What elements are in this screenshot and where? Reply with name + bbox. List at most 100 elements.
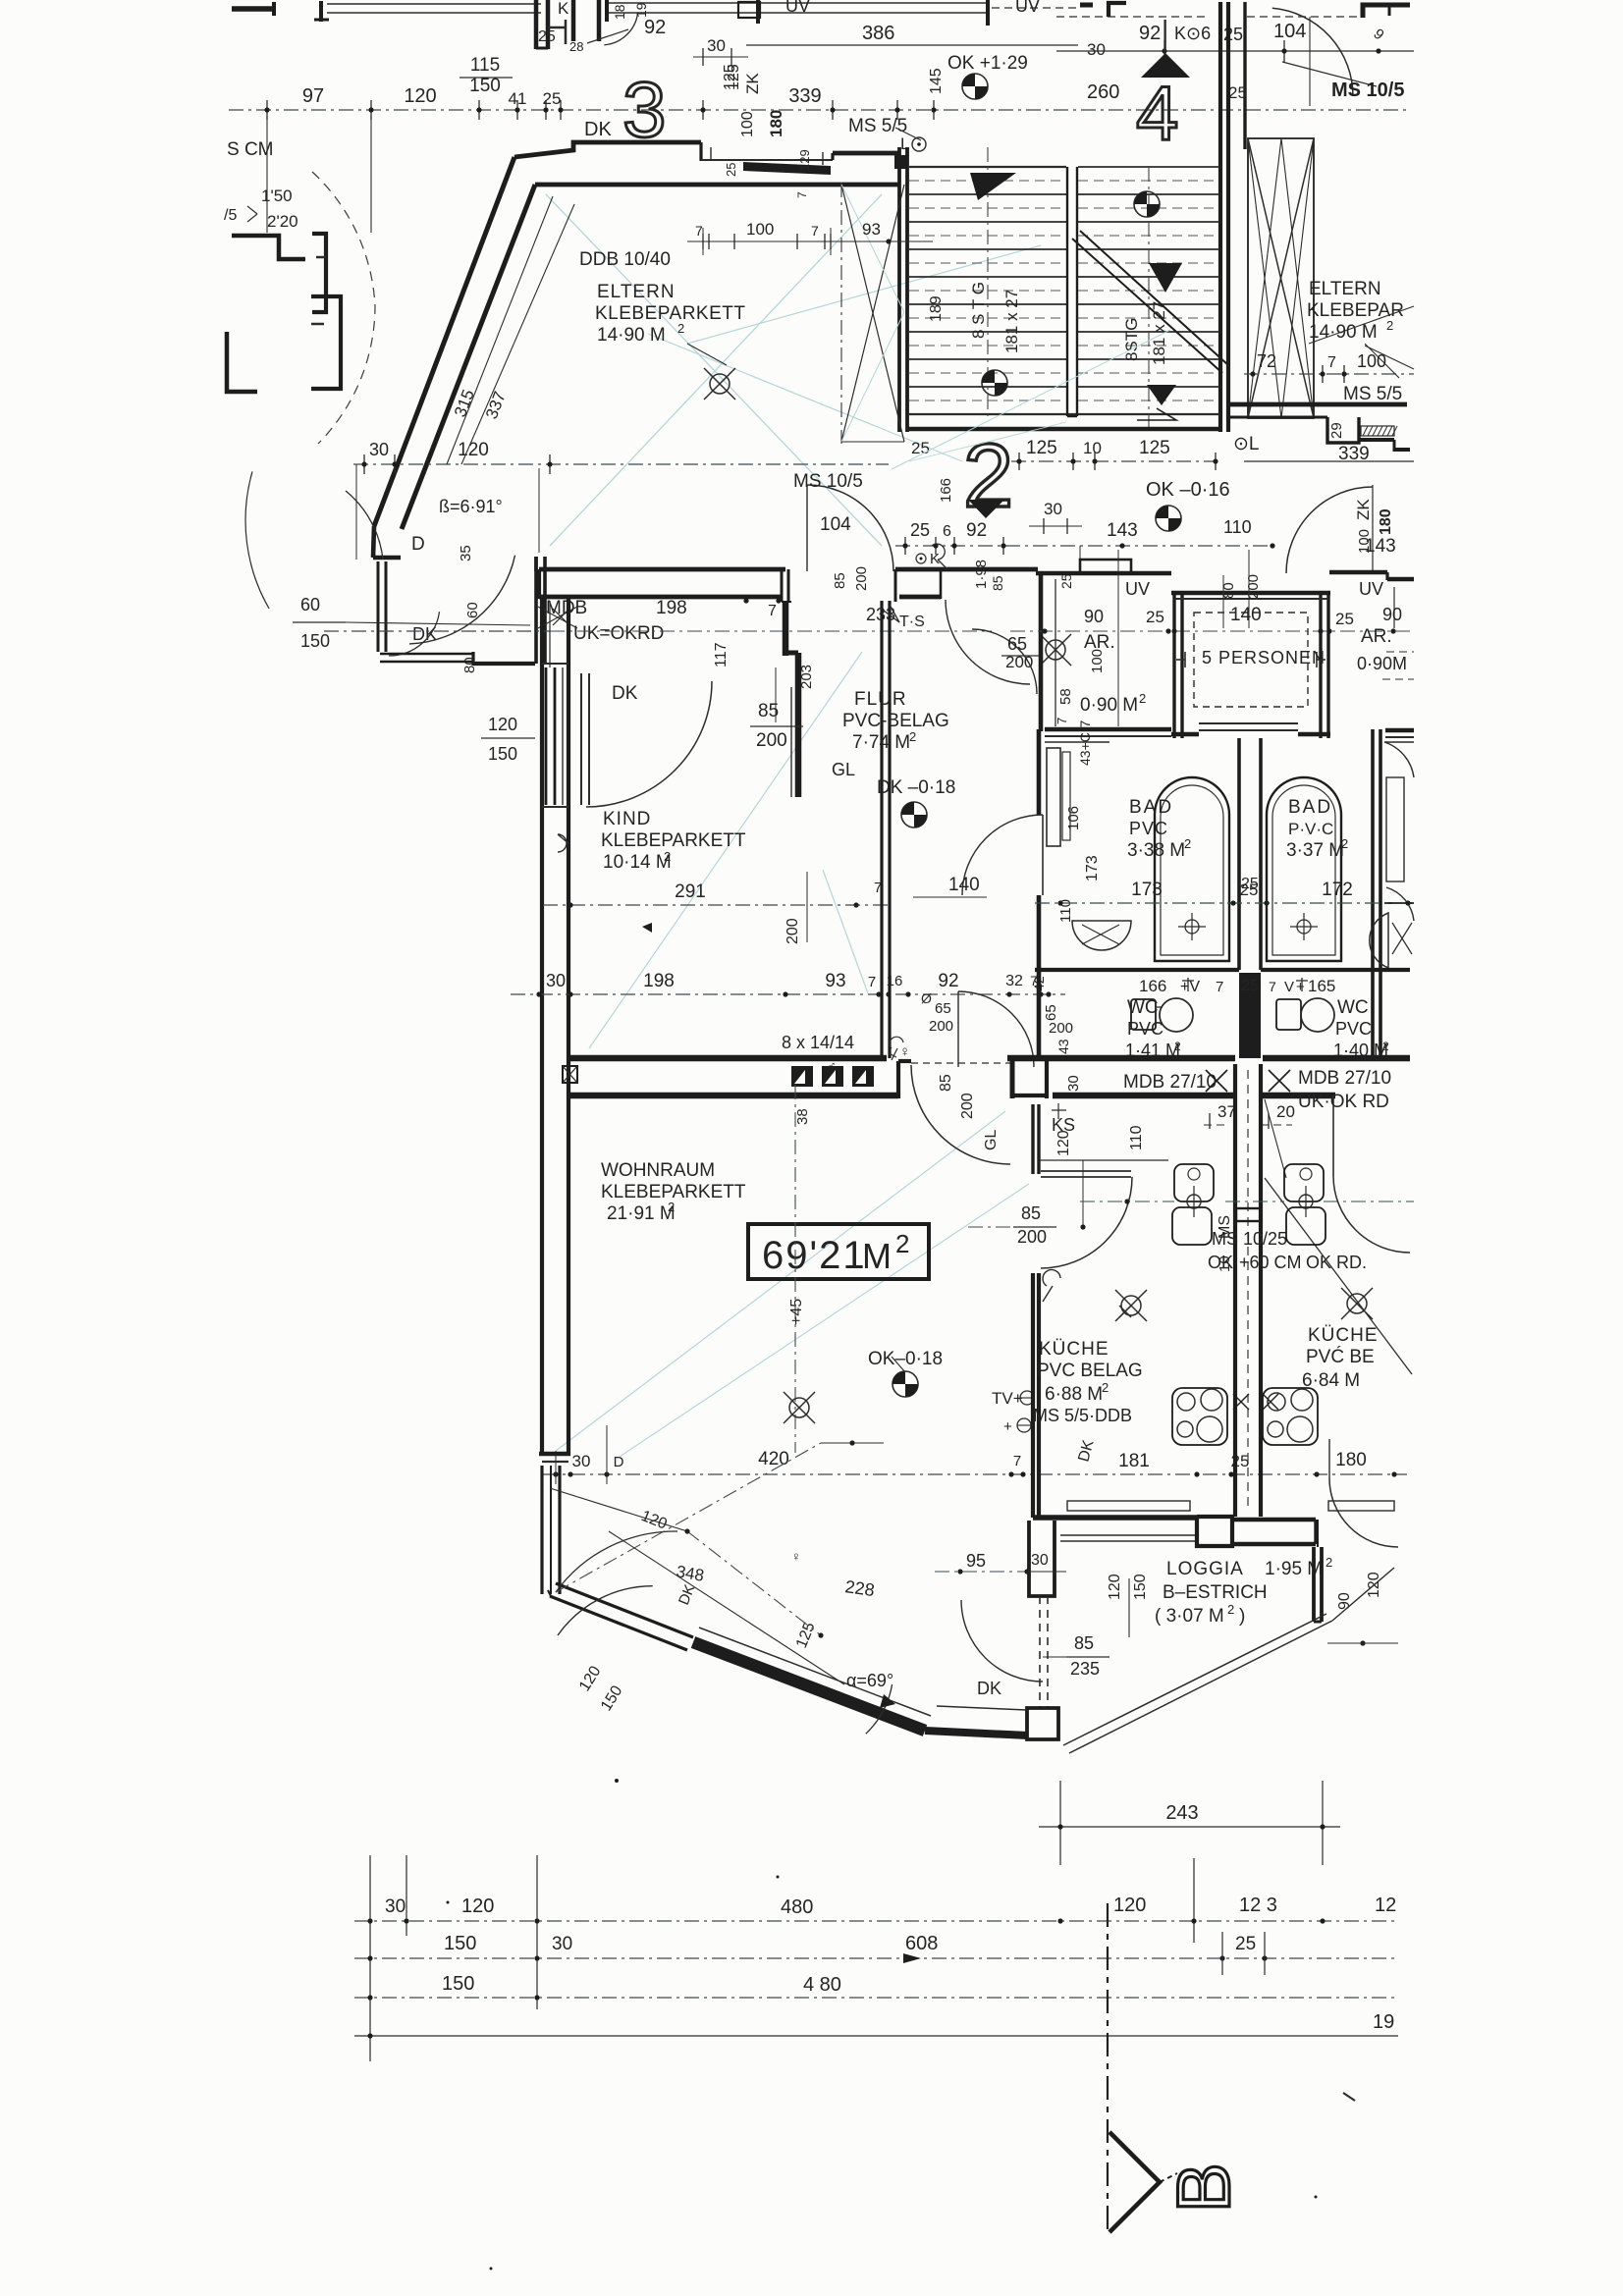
svg-text:120: 120	[1055, 1130, 1072, 1156]
svg-text:OK +1·29: OK +1·29	[947, 53, 1028, 74]
svg-text:MS 10/5: MS 10/5	[1331, 80, 1404, 101]
svg-text:KS: KS	[1052, 1115, 1075, 1135]
svg-text:2: 2	[1102, 1380, 1109, 1395]
svg-text:200: 200	[1017, 1227, 1047, 1247]
svg-text:P·V·C: P·V·C	[1288, 820, 1333, 838]
svg-text:3·38 M: 3·38 M	[1127, 840, 1185, 861]
svg-text:180: 180	[1335, 1450, 1367, 1470]
svg-text:DK –0·18: DK –0·18	[877, 777, 955, 798]
svg-text:L: L	[900, 134, 909, 153]
svg-text:LOGGIA: LOGGIA	[1166, 1559, 1244, 1579]
svg-text:60: 60	[300, 595, 320, 614]
svg-text:DK: DK	[676, 1582, 699, 1608]
svg-text:7: 7	[1216, 979, 1223, 995]
svg-text:189: 189	[928, 295, 945, 322]
svg-text:2: 2	[664, 849, 671, 864]
svg-text:19: 19	[1373, 2011, 1394, 2033]
svg-text:100: 100	[746, 220, 774, 239]
svg-text:DK: DK	[612, 683, 638, 704]
svg-text:KLEBEPARKETT: KLEBEPARKETT	[595, 303, 745, 324]
svg-text:32: 32	[1005, 973, 1023, 989]
svg-text:DK: DK	[977, 1679, 1001, 1698]
svg-text:90: 90	[1382, 605, 1402, 624]
svg-text:MS 5/5: MS 5/5	[848, 116, 907, 136]
svg-text:0·90М: 0·90М	[1357, 654, 1407, 673]
svg-text:150: 150	[488, 744, 517, 764]
svg-text:38: 38	[794, 1108, 811, 1125]
svg-text:198: 198	[643, 971, 675, 991]
svg-text:6·88 M: 6·88 M	[1045, 1384, 1103, 1405]
svg-text:150: 150	[469, 76, 501, 96]
svg-text:420: 420	[758, 1449, 789, 1469]
svg-text:80: 80	[461, 657, 478, 673]
svg-text:181 x 27: 181 x 27	[1150, 301, 1168, 365]
svg-text:ZK: ZK	[743, 73, 762, 94]
svg-text:115: 115	[470, 55, 500, 76]
svg-text:OK–0·18: OK–0·18	[868, 1349, 943, 1369]
svg-text:GL: GL	[832, 760, 855, 779]
svg-text:120: 120	[1107, 1574, 1123, 1600]
svg-text:339: 339	[1338, 444, 1370, 464]
svg-text:125: 125	[1139, 438, 1170, 458]
svg-text:37: 37	[1217, 1102, 1236, 1121]
svg-text:85: 85	[758, 701, 779, 721]
svg-text:200: 200	[959, 1093, 976, 1119]
svg-text:ELTERN: ELTERN	[597, 282, 676, 302]
svg-text:233: 233	[866, 605, 895, 624]
svg-text:UV: UV	[785, 0, 810, 16]
svg-text:3: 3	[622, 66, 667, 153]
svg-text:+: +	[1003, 1418, 1012, 1435]
svg-text:MS 5/5: MS 5/5	[1343, 384, 1402, 404]
svg-text:200: 200	[1245, 574, 1262, 599]
svg-text:+V: +V	[1180, 979, 1200, 995]
svg-text:ZK: ZK	[1354, 499, 1373, 520]
svg-text:12 3: 12 3	[1239, 1895, 1277, 1916]
svg-text:♀: ♀	[899, 1043, 910, 1060]
svg-text:41: 41	[509, 89, 527, 108]
svg-text:100: 100	[1356, 529, 1373, 554]
svg-text:+: +	[1296, 979, 1305, 995]
svg-text:19: 19	[633, 2, 649, 18]
svg-text:7: 7	[868, 974, 876, 990]
svg-text:DDB 10/40: DDB 10/40	[579, 249, 671, 270]
svg-text:4 80: 4 80	[803, 1974, 841, 1996]
svg-text:K: K	[930, 551, 940, 567]
svg-text:30: 30	[546, 971, 566, 990]
svg-text:KÜCHE: KÜCHE	[1039, 1339, 1109, 1360]
svg-text:D: D	[614, 1454, 624, 1470]
svg-text:608: 608	[905, 1933, 938, 1954]
svg-text:PVC BELAG: PVC BELAG	[1037, 1361, 1143, 1381]
svg-text:92: 92	[966, 520, 987, 541]
svg-text:5 PERSONEN: 5 PERSONEN	[1202, 648, 1325, 667]
svg-text:65: 65	[1043, 1004, 1059, 1021]
svg-text:OK RD.: OK RD.	[1306, 1253, 1367, 1272]
svg-text:181: 181	[1118, 1451, 1150, 1471]
svg-text:125: 125	[1026, 438, 1057, 458]
svg-text:143: 143	[1107, 520, 1138, 541]
svg-text:PVC: PVC	[1127, 1019, 1163, 1039]
svg-text:TV+: TV+	[992, 1389, 1023, 1408]
svg-text:7: 7	[1055, 718, 1069, 724]
svg-text:92: 92	[644, 17, 666, 38]
svg-text:140: 140	[1230, 605, 1262, 625]
svg-text:V: V	[1284, 979, 1294, 995]
svg-text:235: 235	[1070, 1659, 1100, 1679]
svg-text:104: 104	[820, 514, 851, 535]
svg-text:S CM: S CM	[227, 139, 274, 160]
svg-text:198: 198	[656, 598, 687, 618]
svg-text:25: 25	[543, 89, 562, 108]
svg-text:30: 30	[1044, 500, 1062, 518]
svg-text:85: 85	[1021, 1203, 1041, 1223]
svg-text:200: 200	[756, 730, 787, 751]
svg-text:2: 2	[668, 1200, 675, 1214]
svg-text:125: 125	[722, 64, 738, 90]
svg-text:7: 7	[874, 880, 882, 896]
svg-text:2: 2	[1325, 1555, 1332, 1570]
svg-text:20: 20	[1276, 1102, 1295, 1121]
svg-text:200: 200	[853, 566, 870, 591]
svg-text:3·37 M: 3·37 M	[1286, 840, 1344, 861]
svg-text:7: 7	[811, 223, 819, 239]
svg-text:291: 291	[675, 881, 706, 902]
svg-text:200: 200	[929, 1018, 953, 1035]
svg-text:B–ESTRICH: B–ESTRICH	[1163, 1582, 1268, 1603]
